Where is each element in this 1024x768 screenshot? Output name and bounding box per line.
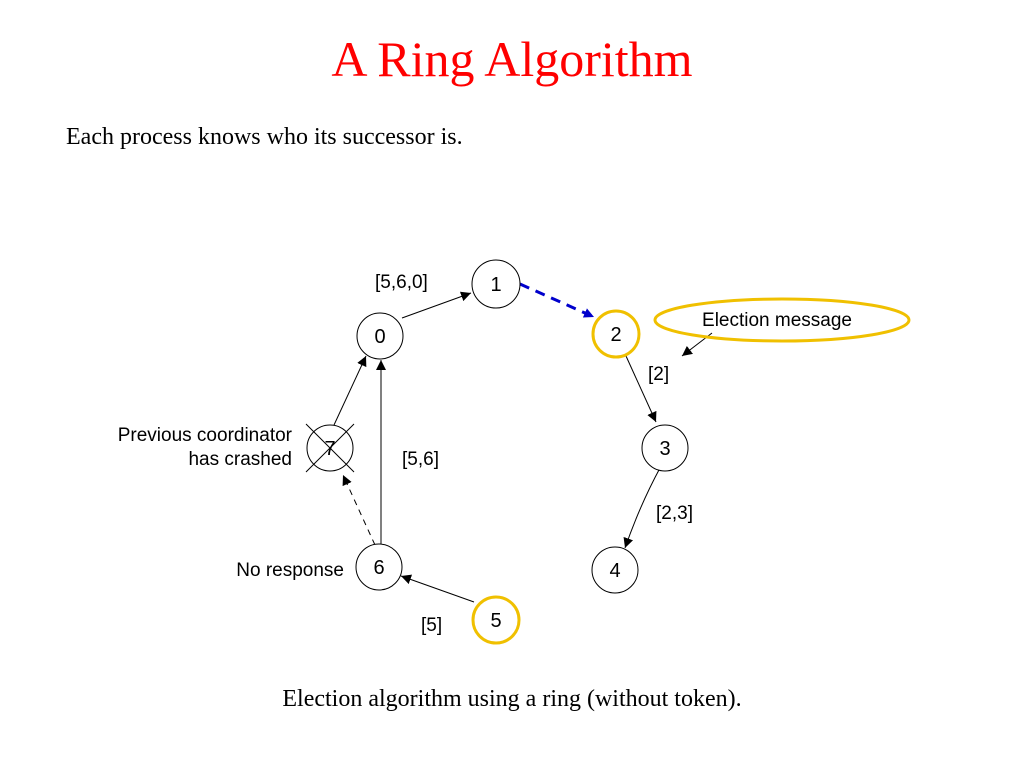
crashed-annotation-line2: has crashed xyxy=(188,449,292,470)
edge-2-to-3 xyxy=(625,355,657,423)
node-1: 1 xyxy=(471,259,521,309)
edge-1-to-2-dashed xyxy=(519,282,595,319)
node-3: 3 xyxy=(641,424,689,472)
node-7-crashed: 7 xyxy=(305,423,355,473)
node-7-label: 7 xyxy=(324,438,335,460)
no-response-annotation: No response xyxy=(236,560,344,581)
edge-3-to-4 xyxy=(623,467,661,549)
election-message-label: Election message xyxy=(702,310,852,331)
slide-subtitle: Each process knows who its successor is. xyxy=(66,124,463,150)
node-2-label: 2 xyxy=(610,324,621,346)
edge-0-to-1 xyxy=(401,291,472,319)
slide-title: A Ring Algorithm xyxy=(331,31,693,87)
node-0: 0 xyxy=(356,312,404,360)
message-label-5-6-0: [5,6,0] xyxy=(375,272,428,293)
node-5-label: 5 xyxy=(490,610,501,632)
node-4-label: 4 xyxy=(609,560,620,582)
message-label-5-6: [5,6] xyxy=(402,449,439,470)
node-6-label: 6 xyxy=(373,557,384,579)
node-5: 5 xyxy=(471,595,521,645)
edge-5-to-6 xyxy=(400,574,475,603)
message-label-5: [5] xyxy=(421,615,442,636)
node-6: 6 xyxy=(355,543,403,591)
message-label-2: [2] xyxy=(648,364,669,385)
node-4: 4 xyxy=(591,546,639,594)
slide-caption: Election algorithm using a ring (without… xyxy=(282,686,742,712)
node-2: 2 xyxy=(591,309,641,359)
edge-7-to-0 xyxy=(333,355,367,426)
node-3-label: 3 xyxy=(659,438,670,460)
node-0-label: 0 xyxy=(374,326,385,348)
edge-6-to-7-dashed xyxy=(342,474,376,546)
node-1-label: 1 xyxy=(490,274,501,296)
election-message-ellipse xyxy=(653,297,911,343)
crash-cross-line-2 xyxy=(305,423,355,473)
crashed-annotation-line1: Previous coordinator xyxy=(118,425,293,446)
message-label-2-3: [2,3] xyxy=(656,503,693,524)
